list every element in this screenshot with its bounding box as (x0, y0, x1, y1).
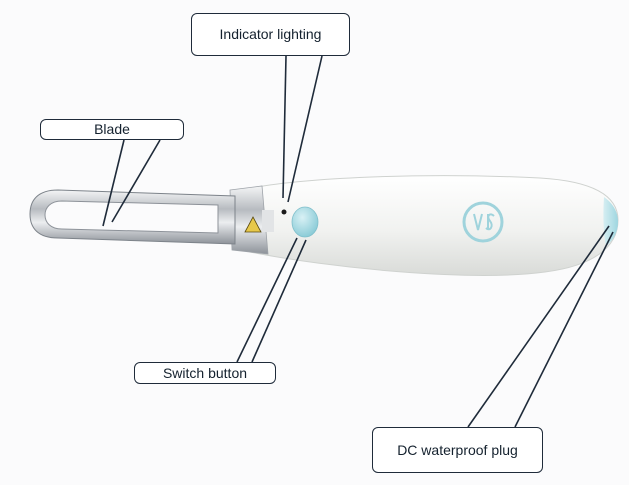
leader-indicator-2 (287, 55, 323, 203)
blade (29, 189, 236, 245)
leader-dc-1 (467, 225, 610, 428)
dc-waterproof-plug-label: DC waterproof plug (372, 427, 543, 473)
leader-switch-2 (251, 239, 307, 363)
leader-switch-1 (236, 237, 298, 363)
leader-indicator-1 (282, 55, 287, 199)
blade-label: Blade (40, 119, 184, 140)
collar-print (262, 210, 274, 232)
logo-icon (462, 201, 504, 243)
leader-blade-1 (102, 139, 125, 227)
handle-body (245, 175, 619, 276)
leader-lines (102, 55, 614, 428)
switch-button-icon (291, 206, 319, 238)
indicator-lighting-label: Indicator lighting (191, 13, 350, 56)
leader-blade-2 (111, 139, 161, 223)
dc-plug-cap (603, 197, 618, 246)
warning-icon (244, 216, 262, 233)
switch-button-label: Switch button (134, 362, 276, 384)
leader-dc-2 (514, 231, 614, 428)
indicator-light (281, 209, 287, 215)
